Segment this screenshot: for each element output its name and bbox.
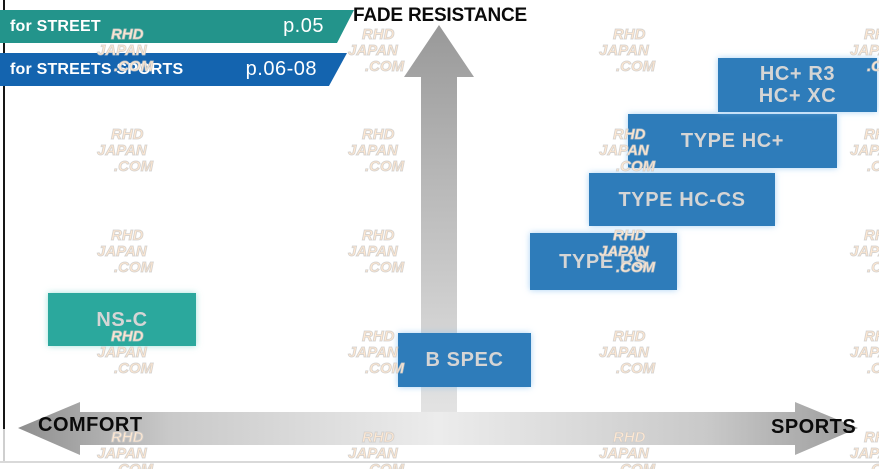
bottom-border-line (0, 461, 879, 463)
product-label: NS-C (96, 308, 148, 331)
product-label: TYPE HC+ (680, 130, 785, 152)
product-label: B SPEC (425, 349, 504, 371)
product-box-ns-c: NS-C (48, 293, 196, 346)
product-box-type-hc-: TYPE HC+ (628, 114, 837, 168)
banner-street-page: p.05 (283, 15, 324, 37)
banner-for-street[interactable]: for STREET p.05 (0, 10, 354, 43)
product-box-type-hc-cs: TYPE HC-CS (589, 173, 775, 226)
banner-sports-page: p.06-08 (245, 58, 317, 80)
product-label: TYPE HC-CS (618, 188, 746, 211)
banner-sports-label: for STREETS SPORTS (10, 60, 184, 78)
fade-resistance-axis-label: FADE RESISTANCE (353, 5, 528, 26)
product-label: HC+ R3 (759, 63, 836, 85)
product-box-b-spec: B SPEC (398, 333, 531, 387)
banner-for-streets-sports[interactable]: for STREETS SPORTS p.06-08 (0, 53, 347, 86)
left-axis-line (3, 0, 5, 429)
banner-street-label: for STREET (10, 17, 101, 35)
product-label: HC+ XC (758, 85, 837, 107)
left-axis-line-lower (3, 429, 5, 462)
comfort-axis-label: COMFORT (38, 414, 143, 436)
product-box-type-ps: TYPE PS (530, 233, 677, 290)
product-label: TYPE PS (559, 250, 648, 273)
sports-axis-label: SPORTS (771, 416, 857, 438)
